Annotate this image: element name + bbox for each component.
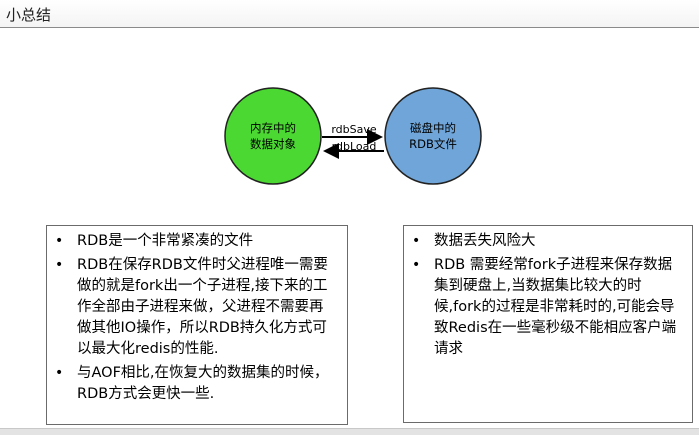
load-arrow-label: rdbLoad xyxy=(332,140,377,153)
disadvantages-list: 数据丢失风险大 RDB 需要经常fork子进程来保存数据集到硬盘上,当数据集比较… xyxy=(404,231,682,360)
list-item: 数据丢失风险大 xyxy=(404,231,682,252)
disk-node xyxy=(384,87,482,185)
advantages-list: RDB是一个非常紧凑的文件 RDB在保存RDB文件时父进程唯一需要做的就是for… xyxy=(47,231,337,405)
memory-node-label-2: 数据对象 xyxy=(250,137,296,151)
disk-node-label-1: 磁盘中的 xyxy=(410,121,456,135)
horizontal-scrollbar[interactable] xyxy=(0,428,699,435)
advantages-box: RDB是一个非常紧凑的文件 RDB在保存RDB文件时父进程唯一需要做的就是for… xyxy=(46,225,348,425)
memory-node-label-1: 内存中的 xyxy=(250,121,296,135)
memory-node xyxy=(224,87,322,185)
disk-node-label-2: RDB文件 xyxy=(409,137,457,151)
disadvantages-box: 数据丢失风险大 RDB 需要经常fork子进程来保存数据集到硬盘上,当数据集比较… xyxy=(403,225,693,423)
list-item: RDB 需要经常fork子进程来保存数据集到硬盘上,当数据集比较大的时候,for… xyxy=(404,255,682,360)
page-title: 小总结 xyxy=(6,6,52,24)
title-bar: 小总结 xyxy=(0,0,699,28)
rdb-diagram: 内存中的 数据对象 磁盘中的 RDB文件 rdbSave rdbLoad xyxy=(224,87,482,185)
list-item: 与AOF相比,在恢复大的数据集的时候，RDB方式会更快一些. xyxy=(47,363,337,405)
save-arrow-label: rdbSave xyxy=(331,123,377,136)
list-item: RDB是一个非常紧凑的文件 xyxy=(47,231,337,252)
list-item: RDB在保存RDB文件时父进程唯一需要做的就是fork出一个子进程,接下来的工作… xyxy=(47,255,337,360)
